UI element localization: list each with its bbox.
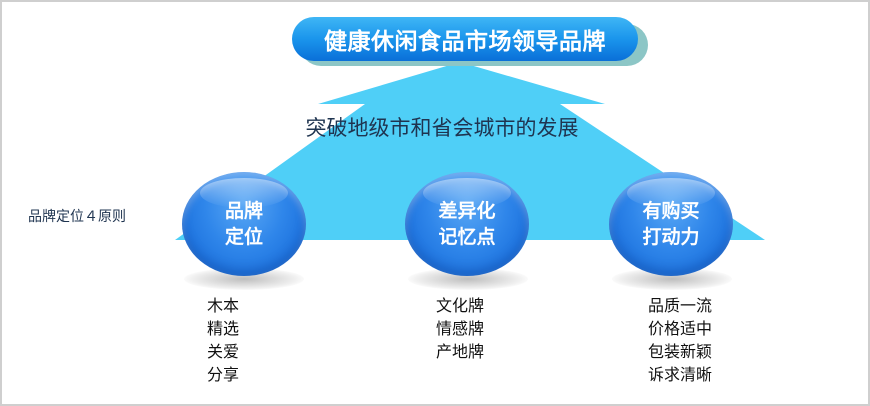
list-item: 产地牌 — [436, 342, 485, 361]
principle-orb-brand-positioning: 品牌 定位 — [182, 172, 306, 276]
principle-list-3: 品质一流 价格适中 包装新颖 诉求清晰 — [648, 294, 712, 386]
side-label: 品牌定位４原则 — [28, 209, 126, 225]
principle-orb-purchase-appeal: 有购买 打动力 — [609, 172, 733, 276]
list-item: 分享 — [207, 365, 240, 384]
title-banner: 健康休闲食品市场领导品牌 — [292, 17, 638, 61]
list-item: 价格适中 — [648, 319, 713, 338]
orb-line2: 记忆点 — [438, 226, 496, 248]
orb-line2: 定位 — [224, 226, 263, 248]
list-item: 包装新颖 — [648, 342, 713, 361]
banner-title: 健康休闲食品市场领导品牌 — [324, 29, 606, 55]
orb-shadow — [184, 268, 304, 290]
list-item: 品质一流 — [648, 296, 713, 315]
list-item: 关爱 — [207, 342, 240, 361]
list-item: 精选 — [207, 319, 240, 338]
principle-list-1: 木本 精选 关爱 分享 — [207, 294, 239, 386]
principle-list-2: 文化牌 情感牌 产地牌 — [436, 294, 484, 363]
list-item: 木本 — [207, 296, 240, 315]
list-item: 诉求清晰 — [648, 365, 713, 384]
list-item: 情感牌 — [436, 319, 485, 338]
list-item: 文化牌 — [436, 296, 485, 315]
arrow-label: 突破地级市和省会城市的发展 — [305, 116, 579, 140]
principle-orb-differentiation: 差异化 记忆点 — [405, 172, 529, 276]
orb-shadow — [408, 268, 528, 290]
orb-line2: 打动力 — [642, 226, 700, 248]
orb-line1: 品牌 — [224, 200, 263, 222]
orb-shadow — [612, 268, 732, 290]
orb-line1: 有购买 — [642, 200, 700, 222]
orb-line1: 差异化 — [438, 200, 496, 222]
